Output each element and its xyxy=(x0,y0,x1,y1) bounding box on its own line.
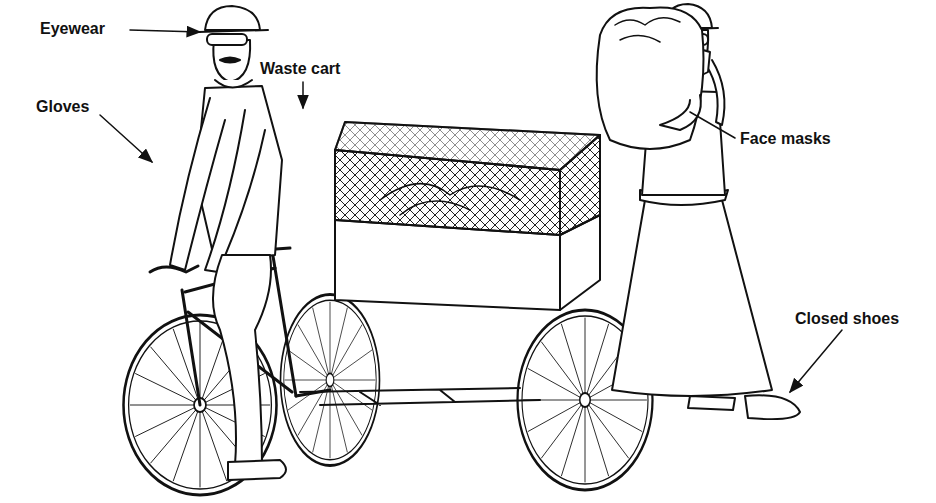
part-label: Waste cart xyxy=(260,60,340,78)
part-label: Eyewear xyxy=(40,20,105,38)
rear-left-wheel xyxy=(281,295,380,466)
part-label: Gloves xyxy=(36,98,89,116)
woman-worker xyxy=(597,4,800,419)
part-label: Closed shoes xyxy=(795,310,899,328)
waste-cart xyxy=(300,122,600,405)
leader-lines xyxy=(100,30,842,392)
man-rider xyxy=(170,6,286,480)
part-label: Face masks xyxy=(740,130,831,148)
